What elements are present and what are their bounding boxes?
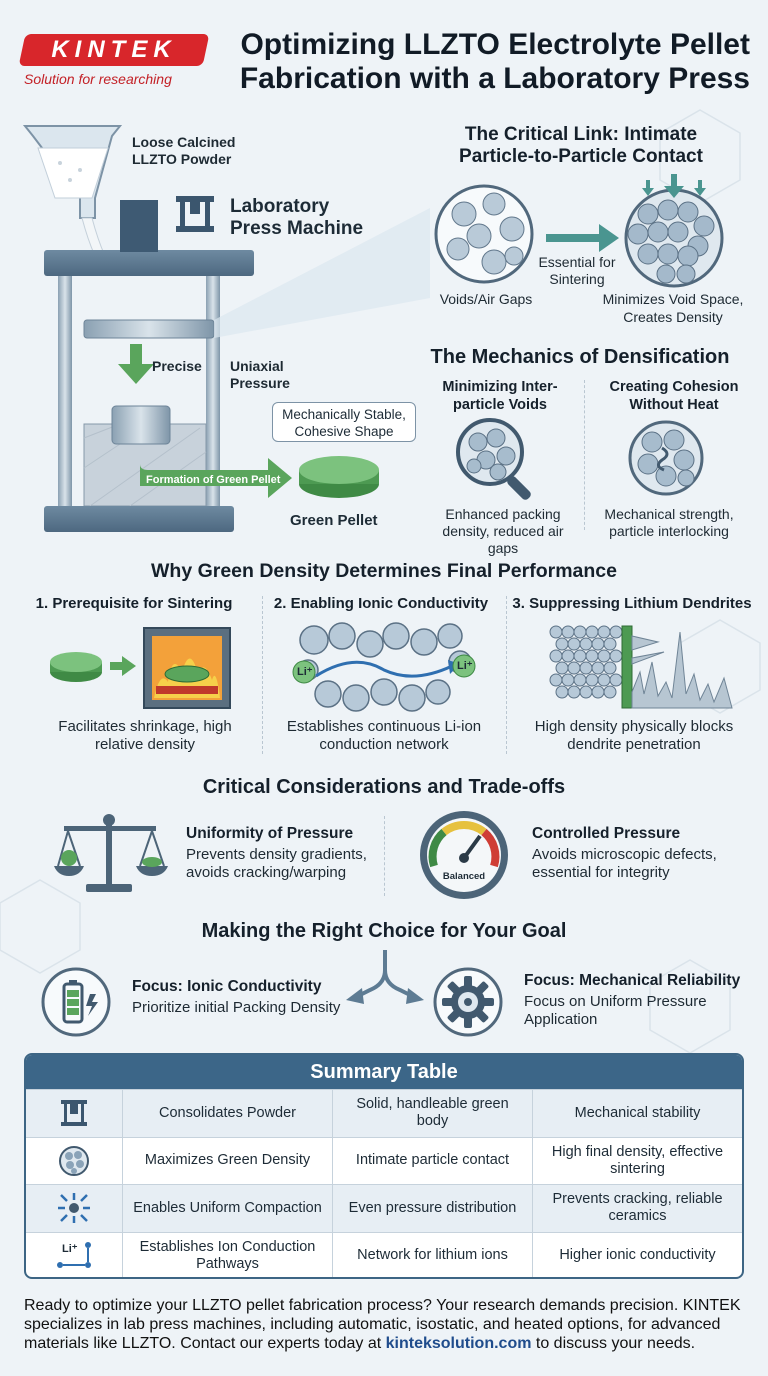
precise-label: Precise [152,358,202,374]
why-item-1-desc: Facilitates shrinkage, high relative den… [58,718,232,753]
why-item-1-title: 1. Prerequisite for Sintering [35,595,233,612]
compaction-arrows-icon [58,1193,90,1224]
table-cell-action: Enables Uniform Compaction [122,1185,332,1232]
dense-label: Minimizes Void Space, Creates Density [602,291,744,325]
ion-conduction-network-icon [292,622,476,712]
table-cell-mechanism: Network for lithium ions [332,1232,532,1277]
table-row: Li⁺ Establishes Ion Conduction Pathways … [26,1231,742,1278]
particles-icon [59,1145,89,1176]
ion-label-right: Li⁺ [457,660,473,672]
table-row-icon: Li⁺ [26,1233,122,1278]
table-cell-mechanism: Even pressure distribution [332,1185,532,1232]
pressure-gauge-icon [420,811,508,899]
table-row: Maximizes Green Density Intimate particl… [26,1136,742,1185]
consideration-2-title: Controlled Pressure [532,825,681,842]
mechanics-item-1-title: Minimizing Inter-particle Voids [442,379,558,413]
choice-2-desc: Focus on Uniform Pressure Application [524,993,707,1028]
footer-text-before: Ready to optimize your LLZTO pellet fabr… [24,1297,741,1352]
consideration-1-title: Uniformity of Pressure [186,825,354,842]
table-cell-action: Maximizes Green Density [122,1137,332,1184]
gear-icon [433,967,503,1037]
why-item-3-title: 3. Suppressing Lithium Dendrites [512,595,752,612]
table-row-icon [26,1090,122,1137]
table-cell-benefit: Mechanical stability [532,1090,742,1137]
green-pellet-label: Green Pellet [290,512,378,529]
ion-pathway-label: Li⁺ [62,1242,78,1255]
press-machine-illustration [22,125,430,532]
footer-text-after: to discuss your needs. [531,1335,696,1352]
arrow-label: Essential for Sintering [538,254,616,287]
summary-table-body: Consolidates Powder Solid, handleable gr… [26,1089,742,1278]
uniaxial-label: Uniaxial Pressure [230,358,290,391]
machine-label: Laboratory Press Machine [230,196,364,239]
press-machine-icon [176,196,214,232]
choice-1-desc: Prioritize initial Packing Density [132,999,341,1016]
balance-scale-icon [54,814,168,892]
considerations-divider [384,816,385,896]
gauge-label: Balanced [442,871,486,882]
table-row-icon [26,1185,122,1232]
magnifier-icon [456,418,531,500]
why-item-3-desc: High density physically blocks dendrite … [534,718,734,753]
voids-label: Voids/Air Gaps [439,291,533,307]
mechanics-divider [584,380,585,530]
table-row: Consolidates Powder Solid, handleable gr… [26,1089,742,1137]
mechanics-item-2-title: Creating Cohesion Without Heat [609,379,739,413]
green-pellet-icon [299,456,379,498]
page-title: Optimizing LLZTO Electrolyte Pellet Fabr… [239,28,750,95]
interlock-particles-icon [628,420,704,496]
choice-title: Making the Right Choice for Your Goal [201,920,567,942]
table-row: Enables Uniform Compaction Even pressure… [26,1184,742,1232]
footer-text: Ready to optimize your LLZTO pellet fabr… [24,1296,748,1353]
fork-arrow-icon [346,950,424,1004]
battery-icon [41,967,111,1037]
summary-table-title: Summary Table [26,1055,742,1089]
dendrite-block-icon [549,625,733,709]
table-cell-action: Establishes Ion Conduction Pathways [122,1232,332,1277]
loose-particles [434,184,534,284]
brand-tagline: Solution for researching [24,71,172,87]
table-cell-benefit: High final density, effective sintering [532,1137,742,1184]
table-cell-action: Consolidates Powder [122,1090,332,1137]
formation-label: Formation of Green Pellet [146,474,281,486]
mechanics-title: The Mechanics of Densification [430,346,730,368]
table-cell-benefit: Higher ionic conductivity [532,1232,742,1277]
powder-label: Loose Calcined LLZTO Powder [132,134,236,167]
why-item-2-desc: Establishes continuous Li-ion conduction… [286,718,482,753]
why-divider-1 [262,596,263,754]
press-icon [61,1100,87,1127]
why-title: Why Green Density Determines Final Perfo… [151,560,617,582]
brand-logo: KINTEK [51,36,177,63]
dense-particles [624,174,724,288]
sintering-furnace-icon [50,627,231,709]
ion-label-left: Li⁺ [297,666,313,678]
callout-bubble: Mechanically Stable, Cohesive Shape [272,402,416,442]
choice-2-title: Focus: Mechanical Reliability [524,972,741,989]
table-row-icon [26,1138,122,1185]
table-cell-mechanism: Intimate particle contact [332,1137,532,1184]
mechanics-item-1-desc: Enhanced packing density, reduced air ga… [442,506,564,556]
website-link[interactable]: kinteksolution.com [385,1335,532,1352]
consideration-1-desc: Prevents density gradients, avoids crack… [186,846,367,881]
ion-pathway-icon [57,1241,91,1268]
critical-link-title: The Critical Link: Intimate Particle-to-… [459,124,703,167]
considerations-title: Critical Considerations and Trade-offs [202,776,566,798]
why-item-2-title: 2. Enabling Ionic Conductivity [273,595,489,612]
choice-1-title: Focus: Ionic Conductivity [132,978,322,995]
summary-table: Summary Table Consolidates Powder Solid,… [24,1053,744,1279]
why-divider-2 [506,596,507,754]
particle-contact-diagram [434,174,724,288]
table-cell-benefit: Prevents cracking, reliable ceramics [532,1185,742,1232]
consideration-2-desc: Avoids microscopic defects, essential fo… [532,846,717,881]
mechanics-item-2-desc: Mechanical strength, particle interlocki… [604,506,734,539]
table-cell-mechanism: Solid, handleable green body [332,1090,532,1137]
